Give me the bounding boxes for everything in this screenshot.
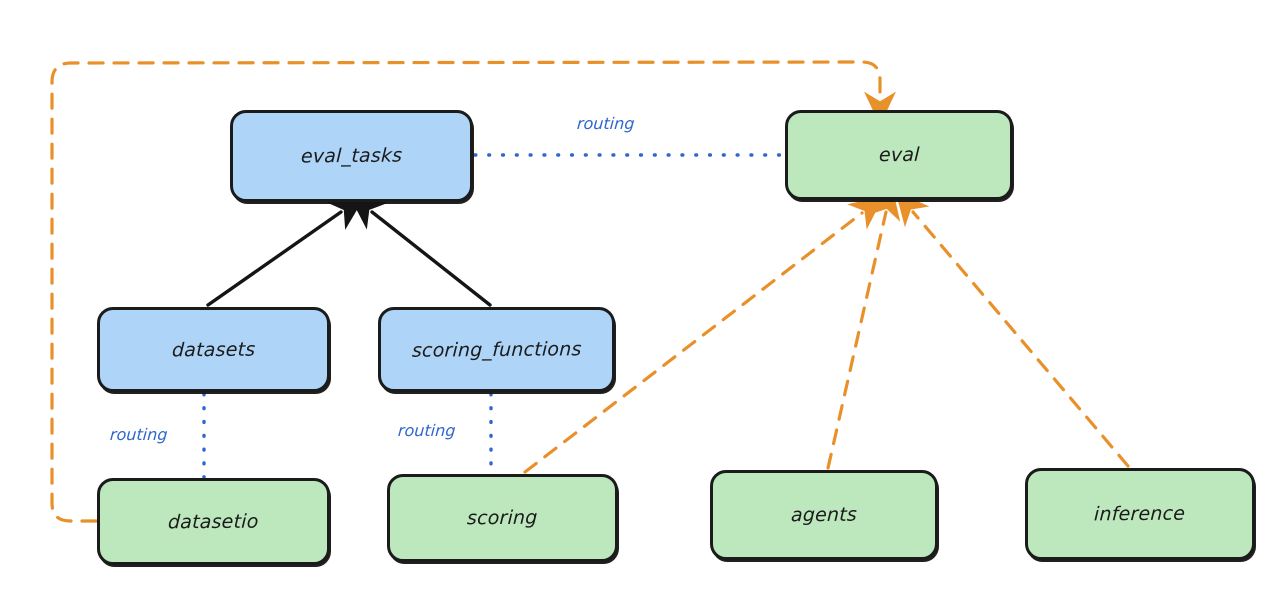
node-agents-label: agents	[790, 503, 858, 527]
node-eval[interactable]: eval	[785, 110, 1013, 200]
node-inference[interactable]: inference	[1025, 468, 1255, 560]
node-scoring-functions-label: scoring_functions	[411, 337, 582, 362]
edge-label-routing-eval-tasks-eval: routing	[576, 114, 636, 133]
edge-label-routing-datasets-datasetio: routing	[109, 425, 169, 444]
node-inference-label: inference	[1093, 502, 1187, 526]
node-eval-tasks[interactable]: eval_tasks	[230, 110, 473, 202]
node-datasets[interactable]: datasets	[97, 307, 330, 392]
node-datasetio[interactable]: datasetio	[97, 478, 330, 565]
edge-datasets-eval_tasks	[206, 194, 367, 307]
edge-scoring_functions-eval_tasks	[347, 193, 492, 307]
node-scoring[interactable]: scoring	[387, 474, 618, 562]
node-eval-label: eval	[878, 143, 920, 167]
node-scoring-functions[interactable]: scoring_functions	[378, 307, 615, 392]
node-scoring-label: scoring	[466, 506, 539, 530]
edge-label-routing-scoring-functions-scoring: routing	[397, 421, 457, 440]
node-agents[interactable]: agents	[710, 470, 938, 560]
edge-agents-eval	[826, 185, 901, 470]
node-datasets-label: datasets	[171, 338, 256, 361]
node-eval-tasks-label: eval_tasks	[300, 144, 403, 168]
node-datasetio-label: datasetio	[167, 510, 260, 533]
edge-inference-eval	[895, 191, 1130, 468]
